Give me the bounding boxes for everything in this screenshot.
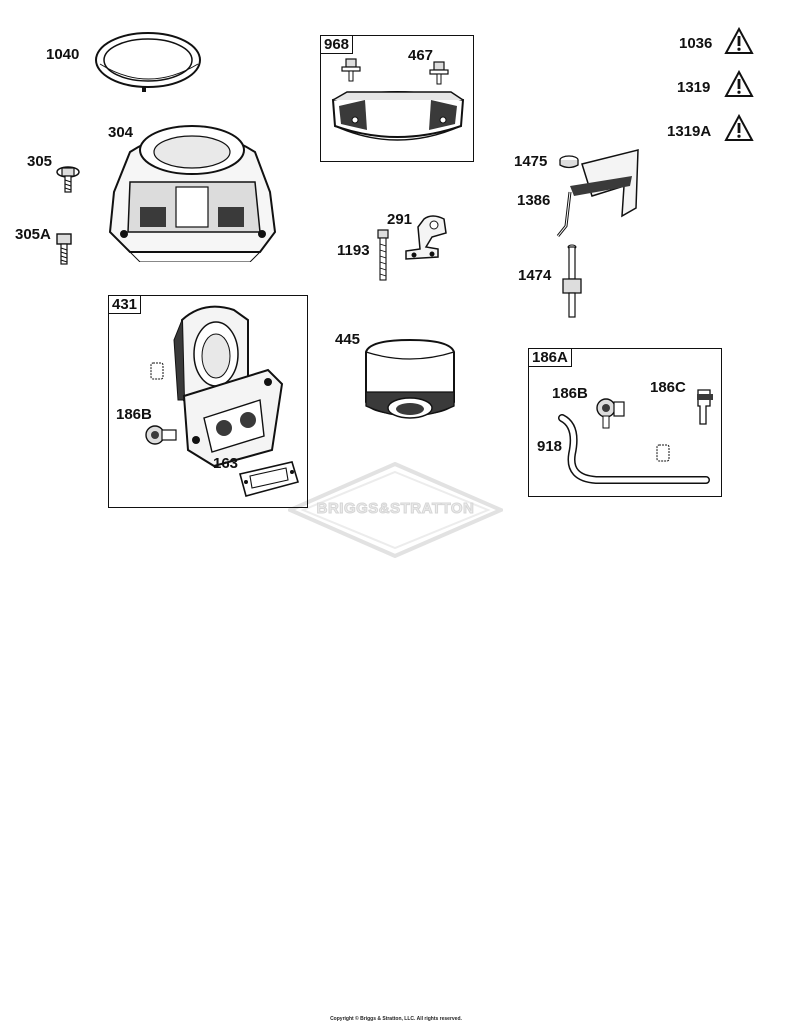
air-filter-445 xyxy=(365,338,455,419)
label-291[interactable]: 291 xyxy=(387,211,413,228)
label-1319[interactable]: 1319 xyxy=(677,79,711,96)
label-1036[interactable]: 1036 xyxy=(679,35,713,52)
watermark-text: BRIGGS&STRATTON xyxy=(316,500,475,518)
label-918[interactable]: 918 xyxy=(537,438,563,455)
label-305a[interactable]: 305A xyxy=(15,226,51,243)
fitting-186b-left xyxy=(145,425,177,445)
small-cylinder-431 xyxy=(150,362,164,380)
label-445[interactable]: 445 xyxy=(335,331,361,348)
kit-box-968: 968 xyxy=(320,35,474,162)
label-1386[interactable]: 1386 xyxy=(517,192,551,209)
gasket-163 xyxy=(239,461,300,497)
screw-305 xyxy=(56,166,80,193)
air-cleaner-cover-968 xyxy=(331,91,465,141)
warning-triangle-icon xyxy=(724,114,754,141)
screw-305a xyxy=(56,233,72,265)
kit-label-186a[interactable]: 186A xyxy=(529,349,572,367)
small-cylinder-186a xyxy=(656,444,670,462)
hose-918 xyxy=(558,414,710,484)
label-1319a[interactable]: 1319A xyxy=(667,123,712,140)
label-186b-right[interactable]: 186B xyxy=(552,385,588,402)
stud-1474 xyxy=(562,244,582,318)
label-1474[interactable]: 1474 xyxy=(518,267,552,284)
label-1040[interactable]: 1040 xyxy=(46,46,80,63)
kit-label-431[interactable]: 431 xyxy=(109,296,142,314)
fitting-186b-right xyxy=(596,398,625,429)
label-304[interactable]: 304 xyxy=(108,124,134,141)
kit-box-431: 431 xyxy=(108,295,308,508)
ring-part-1040 xyxy=(95,32,201,92)
air-cleaner-base-431 xyxy=(173,305,284,468)
nut-1475 xyxy=(559,155,579,169)
label-1193[interactable]: 1193 xyxy=(337,242,370,259)
blower-housing-304 xyxy=(108,125,277,262)
label-1475[interactable]: 1475 xyxy=(514,153,548,170)
bolt-1193 xyxy=(377,229,389,281)
label-186c[interactable]: 186C xyxy=(650,379,686,396)
watermark-logo xyxy=(288,462,503,558)
warning-triangle-icon xyxy=(724,70,754,97)
bracket-1386 xyxy=(556,149,639,237)
label-186b-left[interactable]: 186B xyxy=(116,406,152,423)
label-305[interactable]: 305 xyxy=(27,153,53,170)
warning-triangle-icon xyxy=(724,27,754,54)
elbow-fitting-186c xyxy=(697,389,713,425)
fastener-left-968 xyxy=(341,58,361,82)
kit-box-186a: 186A xyxy=(528,348,722,497)
bracket-291 xyxy=(405,215,447,260)
label-163[interactable]: 163 xyxy=(213,455,239,472)
copyright-notice: Copyright © Briggs & Stratton, LLC. All … xyxy=(330,1016,462,1022)
fastener-467 xyxy=(429,61,449,85)
kit-label-968[interactable]: 968 xyxy=(321,36,354,54)
label-467[interactable]: 467 xyxy=(408,47,434,64)
